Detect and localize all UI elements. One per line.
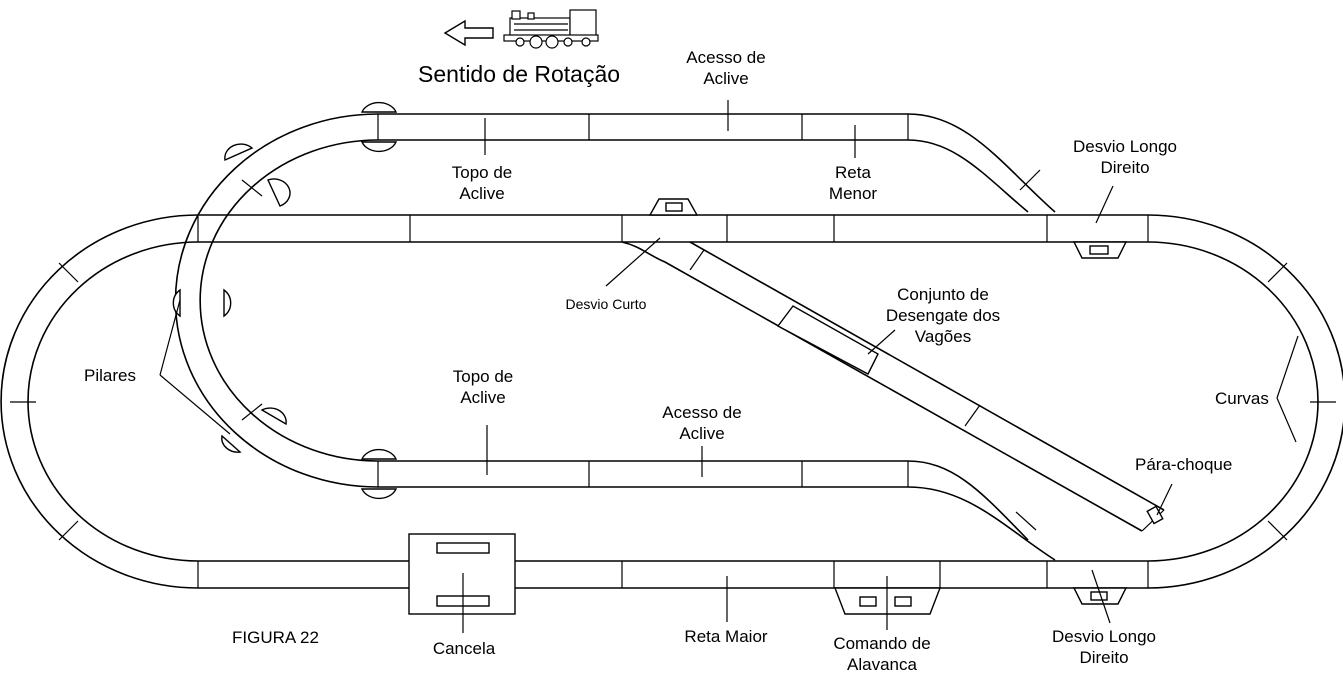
label-comando-line1: Comando de	[833, 634, 930, 653]
label-para-choque: Pára-choque	[1135, 455, 1232, 474]
label-cancela: Cancela	[433, 639, 496, 658]
uncoupling-track	[621, 241, 1165, 532]
label-topo-bottom-line2: Aclive	[460, 388, 505, 407]
label-desvio-longo-bottom-line2: Direito	[1079, 648, 1128, 667]
switch-machine-top-left	[648, 198, 699, 216]
label-acesso-bottom-line1: Acesso de	[662, 403, 741, 422]
label-acesso-top-line1: Acesso de	[686, 48, 765, 67]
label-reta-menor-line2: Menor	[829, 184, 878, 203]
steam-locomotive-icon	[503, 9, 599, 49]
label-curvas: Curvas	[1215, 389, 1269, 408]
label-desvio-longo-top-line2: Direito	[1100, 158, 1149, 177]
label-desvio-longo-top-line1: Desvio Longo	[1073, 137, 1177, 156]
label-desvio-curto: Desvio Curto	[566, 296, 647, 312]
outer-loop	[0, 214, 1343, 589]
switch-machine-bottom-right	[1072, 587, 1128, 605]
label-comando-line2: Alavanca	[847, 655, 917, 674]
left-arrow-icon	[443, 19, 494, 47]
label-conjunto-line1: Conjunto de	[897, 285, 989, 304]
label-desvio-longo-bottom-line1: Desvio Longo	[1052, 627, 1156, 646]
label-conjunto-line2: Desengate dos	[886, 306, 1000, 325]
label-acesso-top-line2: Aclive	[703, 69, 748, 88]
leader-lines	[159, 100, 1299, 633]
label-topo-top-line2: Aclive	[459, 184, 504, 203]
label-reta-menor-line1: Reta	[835, 163, 871, 182]
pillars	[172, 101, 398, 500]
label-acesso-bottom-line2: Aclive	[679, 424, 724, 443]
label-topo-bottom-line1: Topo de	[453, 367, 514, 386]
switch-machine-top-right	[1072, 241, 1128, 259]
label-topo-top-line1: Topo de	[452, 163, 513, 182]
direction-label: Sentido de Rotação	[418, 61, 620, 87]
label-pilares: Pilares	[84, 366, 136, 385]
uncoupling-unit	[776, 305, 879, 375]
label-reta-maior: Reta Maior	[684, 627, 767, 646]
label-conjunto-line3: Vagões	[915, 327, 971, 346]
crossing-gate	[408, 533, 516, 615]
figure-caption: FIGURA 22	[232, 628, 319, 647]
inner-loop	[174, 113, 1056, 561]
